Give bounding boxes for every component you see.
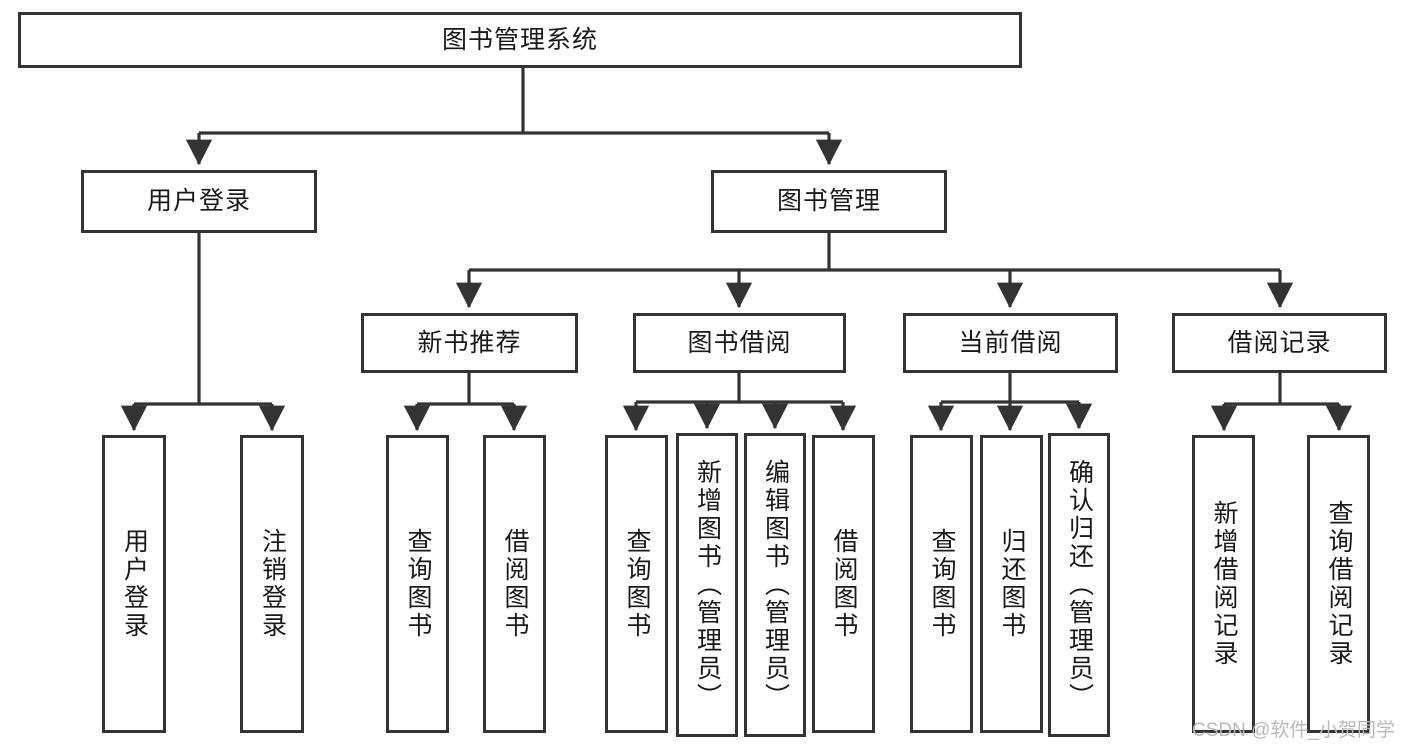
leaf-confirm-return-admin[interactable]: 确认归还（管理员）: [1048, 433, 1110, 737]
node-label: 当前借阅: [958, 328, 1063, 357]
leaf-user-login[interactable]: 用户登录: [102, 435, 166, 733]
node-label: 借阅图书: [501, 528, 529, 640]
node-root[interactable]: 图书管理系统: [18, 12, 1022, 68]
node-label: 查询图书: [404, 528, 432, 640]
leaf-borrow-book-borrow[interactable]: 借阅图书: [812, 435, 875, 733]
node-label: 新增借阅记录: [1210, 500, 1238, 668]
node-label: 借阅图书: [830, 528, 858, 640]
node-book-management[interactable]: 图书管理: [711, 170, 947, 233]
node-label: 确认归还（管理员）: [1065, 459, 1094, 711]
node-label: 编辑图书（管理员）: [761, 459, 790, 711]
leaf-query-book-recommend[interactable]: 查询图书: [386, 435, 449, 733]
node-user-login[interactable]: 用户登录: [81, 170, 317, 233]
node-book-borrow[interactable]: 图书借阅: [633, 313, 846, 373]
leaf-logout[interactable]: 注销登录: [240, 435, 304, 733]
node-label: 查询图书: [623, 528, 651, 640]
node-current-borrow[interactable]: 当前借阅: [903, 313, 1118, 373]
node-label: 图书借阅: [687, 328, 792, 357]
node-label: 图书管理: [776, 187, 881, 215]
leaf-return-book[interactable]: 归还图书: [980, 435, 1043, 733]
node-label: 查询图书: [928, 528, 956, 640]
node-label: 新书推荐: [417, 328, 522, 357]
node-new-book-recommend[interactable]: 新书推荐: [361, 313, 578, 373]
node-label: 新增图书（管理员）: [693, 459, 722, 711]
node-label: 用户登录: [120, 528, 149, 640]
node-label: 注销登录: [258, 528, 287, 640]
leaf-edit-book-admin[interactable]: 编辑图书（管理员）: [744, 433, 806, 737]
leaf-add-borrow-record[interactable]: 新增借阅记录: [1192, 435, 1255, 733]
leaf-query-book-borrow[interactable]: 查询图书: [605, 435, 668, 733]
leaf-borrow-book-recommend[interactable]: 借阅图书: [483, 435, 546, 733]
leaf-query-book-current[interactable]: 查询图书: [910, 435, 973, 733]
node-label: 查询借阅记录: [1325, 500, 1353, 668]
node-label: 用户登录: [146, 187, 251, 215]
node-label: 图书管理系统: [441, 25, 598, 54]
node-borrow-record[interactable]: 借阅记录: [1172, 313, 1387, 373]
leaf-query-borrow-record[interactable]: 查询借阅记录: [1307, 435, 1370, 733]
node-label: 借阅记录: [1227, 328, 1332, 357]
node-label: 归还图书: [998, 528, 1026, 640]
csdn-watermark: CSDN @软件_小贺同学: [1192, 720, 1395, 741]
leaf-add-book-admin[interactable]: 新增图书（管理员）: [676, 433, 738, 737]
